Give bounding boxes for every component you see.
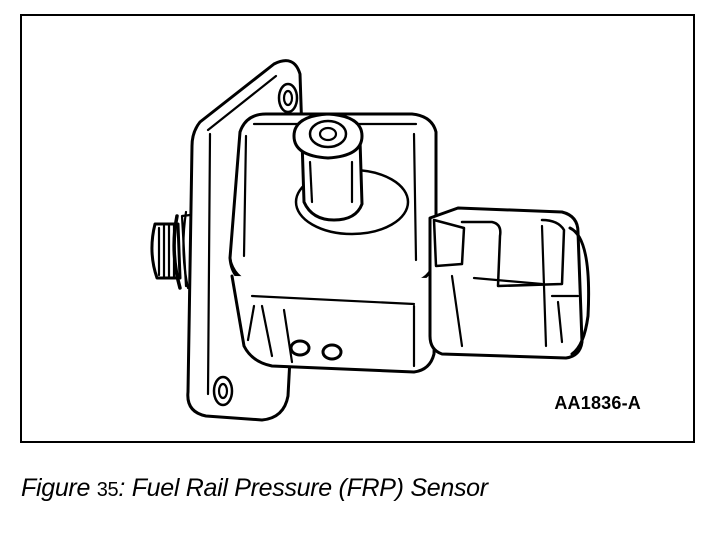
electrical-connector [428, 206, 591, 360]
figure-code-label: AA1836-A [554, 393, 641, 413]
caption-number: 35 [96, 479, 119, 501]
figure-frame: AA1836-A [20, 14, 695, 443]
pressure-nozzle [292, 112, 410, 236]
figure-caption: Figure 35: Fuel Rail Pressure (FRP) Sens… [21, 474, 488, 503]
caption-separator: : [118, 474, 126, 502]
caption-prefix: Figure [21, 474, 91, 502]
caption-title: Fuel Rail Pressure (FRP) Sensor [131, 474, 488, 502]
frp-sensor-illustration [150, 59, 591, 422]
